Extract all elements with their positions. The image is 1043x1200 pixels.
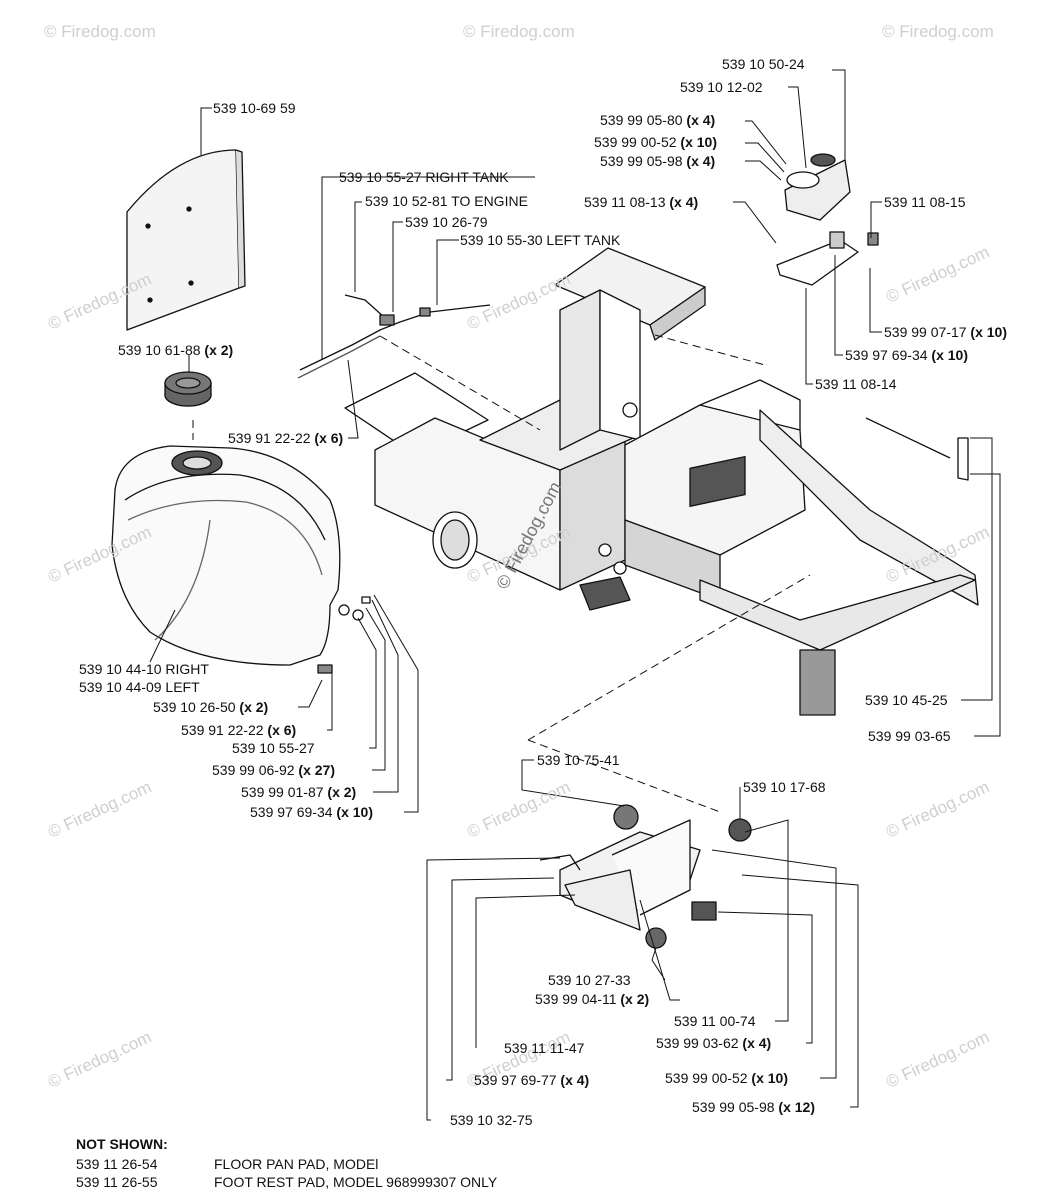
part-label: 539 10 45-25 xyxy=(865,692,948,708)
list-item: 539 11 26-54 FLOOR PAN PAD, MODEl xyxy=(76,1155,497,1173)
seat-back-panel xyxy=(126,149,246,331)
part-number: 539 11 26-54 xyxy=(76,1156,158,1172)
part-label: 539 99 01-87 (x 2) xyxy=(241,784,357,800)
part-label: 539 99 00-52 (x 10) xyxy=(594,134,717,150)
main-frame xyxy=(344,247,979,716)
watermark: © Firedog.com xyxy=(882,22,994,41)
part-label: 539 10-69 59 xyxy=(213,100,296,116)
alignment-lines xyxy=(192,334,811,813)
part-label: 539 97 69-77 (x 4) xyxy=(474,1072,590,1088)
part-label: 539 11 08-13 (x 4) xyxy=(584,194,699,210)
part-label: 539 10 26-79 xyxy=(405,214,488,230)
list-item: 539 11 26-55 FOOT REST PAD, MODEL 968999… xyxy=(76,1173,497,1191)
part-label: 539 99 06-92 (x 27) xyxy=(212,762,335,778)
part-label: 539 10 26-50 (x 2) xyxy=(153,699,269,715)
part-label: 539 10 12-02 xyxy=(680,79,763,95)
not-shown-legend: NOT SHOWN: 539 11 26-54 FLOOR PAN PAD, M… xyxy=(76,1136,497,1191)
part-label: 539 91 22-22 (x 6) xyxy=(228,430,344,446)
part-label: 539 99 05-80 (x 4) xyxy=(600,112,716,128)
part-label: 539 10 44-09 LEFT xyxy=(79,679,200,695)
part-label: 539 10 17-68 xyxy=(743,779,826,795)
part-label: 539 10 55-27 xyxy=(232,740,315,756)
part-label: 539 99 00-52 (x 10) xyxy=(665,1070,788,1086)
part-label: 539 10 32-75 xyxy=(450,1112,533,1128)
part-label: 539 10 55-27 RIGHT TANK xyxy=(339,169,509,185)
part-label: 539 99 05-98 (x 12) xyxy=(692,1099,815,1115)
part-label: 539 99 03-65 xyxy=(868,728,951,744)
part-description: FOOT REST PAD, MODEL 968999307 ONLY xyxy=(214,1174,498,1190)
not-shown-heading: NOT SHOWN: xyxy=(76,1136,168,1152)
part-label: 539 97 69-34 (x 10) xyxy=(250,804,373,820)
part-label: 539 10 55-30 LEFT TANK xyxy=(460,232,621,248)
part-label: 539 11 00-74 xyxy=(674,1013,756,1029)
part-label: 539 11 08-14 xyxy=(815,376,897,392)
part-description: FLOOR PAN PAD, MODEl xyxy=(214,1156,379,1172)
fuel-lines xyxy=(297,294,491,379)
tank-hardware xyxy=(317,596,371,674)
part-label: 539 99 04-11 (x 2) xyxy=(535,991,650,1007)
part-label: 539 99 05-98 (x 4) xyxy=(600,153,716,169)
part-label: 539 10 75-41 xyxy=(537,752,620,768)
fuel-tank xyxy=(111,445,341,666)
part-number: 539 11 26-55 xyxy=(76,1174,158,1190)
part-label: 539 99 07-17 (x 10) xyxy=(884,324,1007,340)
part-label: 539 10 61-88 (x 2) xyxy=(118,342,234,358)
part-label: 539 99 03-62 (x 4) xyxy=(656,1035,772,1051)
part-label: 539 10 44-10 RIGHT xyxy=(79,661,209,677)
hydraulic-reservoir-bracket xyxy=(776,153,879,286)
part-label: 539 11 08-15 xyxy=(884,194,966,210)
part-label: 539 10 52-81 TO ENGINE xyxy=(365,193,528,209)
fuel-cap xyxy=(164,371,212,407)
pedal-assembly xyxy=(539,804,752,949)
part-label: 539 91 22-22 (x 6) xyxy=(181,722,297,738)
part-label: 539 10 50-24 xyxy=(722,56,805,72)
leader-lines xyxy=(149,69,1001,1121)
part-label: 539 10 27-33 xyxy=(548,972,631,988)
watermark: © Firedog.com xyxy=(44,22,156,41)
side-rail xyxy=(865,417,969,481)
part-label: 539 11 11-47 xyxy=(504,1040,585,1056)
watermark: © Firedog.com xyxy=(463,22,575,41)
part-label: 539 97 69-34 (x 10) xyxy=(845,347,968,363)
